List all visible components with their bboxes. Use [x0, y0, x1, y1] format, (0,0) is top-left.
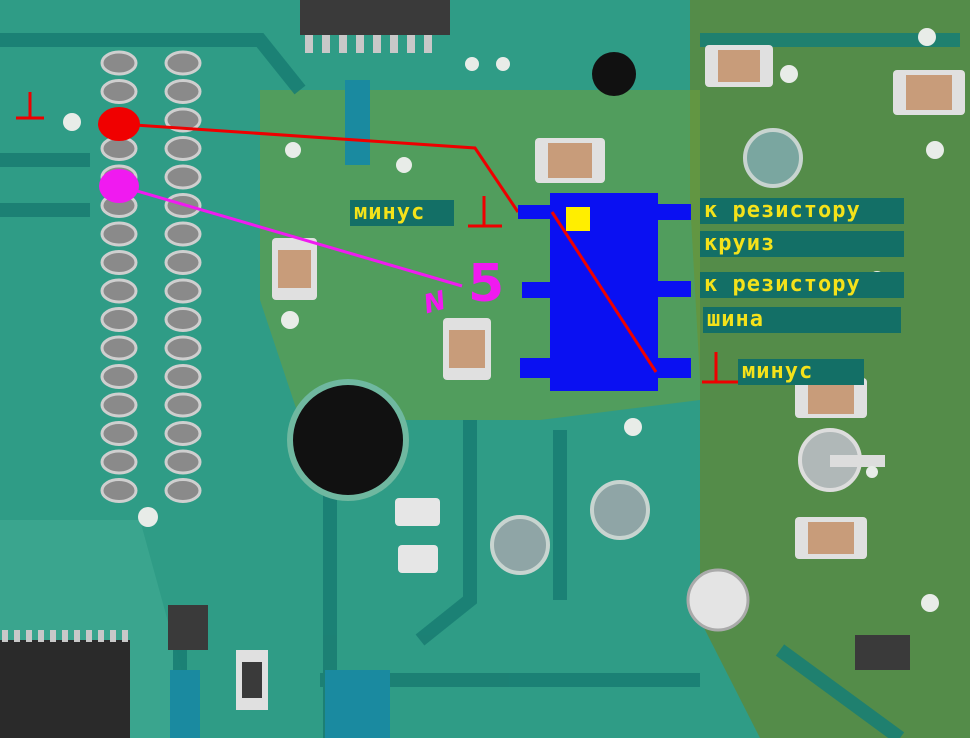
connector-pin [164, 50, 202, 76]
connector-pin [100, 79, 138, 104]
pin-number-mark: 5 [468, 254, 505, 314]
connector-pin [100, 392, 138, 418]
chip-pin-right-bottom [655, 358, 691, 378]
connector-pin [100, 221, 138, 247]
connector-pin [164, 478, 202, 503]
pin1-indicator [566, 207, 590, 231]
connector-pin [100, 250, 138, 275]
connector-pin [100, 449, 138, 475]
mounting-hole [287, 379, 409, 501]
connector-pin [100, 478, 138, 503]
chip-pin-left-middle [522, 282, 554, 298]
chip-pin-right-top [655, 204, 691, 220]
smd-leds [272, 45, 965, 573]
connector-pin [164, 421, 202, 446]
label-to-resistor-2: к резистору [700, 272, 904, 298]
connector-pin [164, 335, 202, 361]
chip-pin-right-middle [655, 281, 691, 297]
connector-pin [164, 449, 202, 475]
connector-pin [100, 307, 138, 332]
label-bus: шина [703, 307, 901, 333]
connector-pin [164, 79, 202, 104]
chip-diagram [518, 193, 691, 391]
connector-pin [164, 364, 202, 389]
connector-pin [164, 107, 202, 133]
pin1-marker [98, 107, 140, 141]
pin5-marker [99, 169, 139, 203]
connector-pin [100, 421, 138, 446]
connector-pin [164, 278, 202, 304]
ground-symbols [16, 92, 738, 384]
label-to-resistor-1: к резистору [700, 198, 904, 224]
label-minus-left: минус [350, 200, 454, 226]
connector-pin [100, 335, 138, 361]
connector-pin [100, 50, 138, 76]
connector-pin [164, 392, 202, 418]
connector-pin [100, 364, 138, 389]
label-minus-right: минус [738, 359, 864, 385]
connector-pin [100, 278, 138, 304]
connector-pin [164, 307, 202, 332]
connector-pin [164, 221, 202, 247]
label-cruise: круиз [700, 231, 904, 257]
top-ic [300, 0, 450, 35]
connector-pins [100, 50, 202, 503]
connector-pin [164, 164, 202, 190]
connector-pin [164, 250, 202, 275]
connector-pin [164, 136, 202, 161]
chip-pin-left-top [518, 205, 554, 219]
chip-pin-left-bottom [520, 358, 554, 378]
